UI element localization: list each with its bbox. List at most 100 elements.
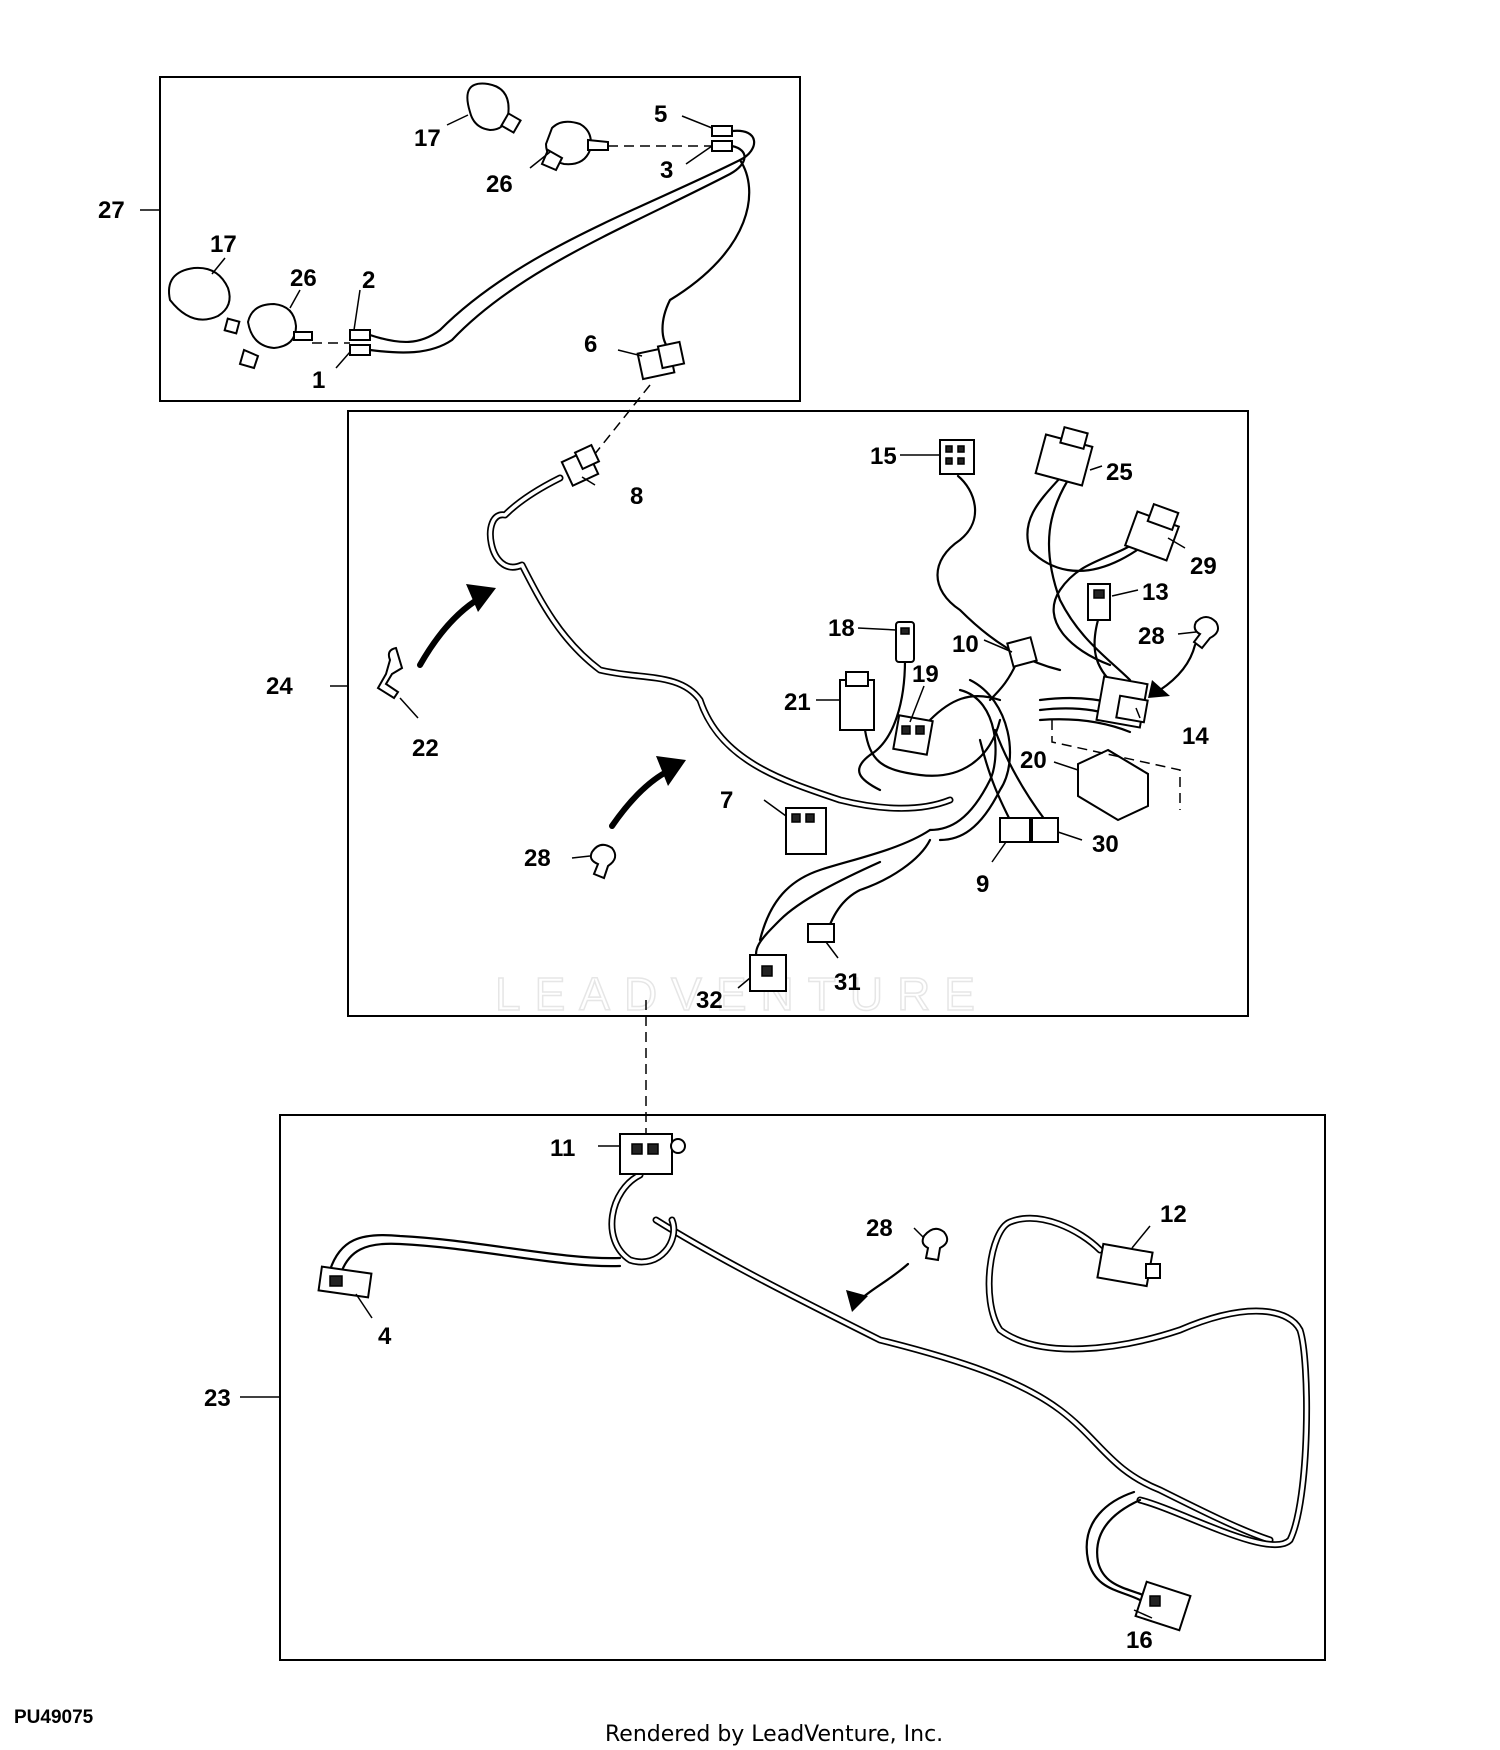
wire-27-b — [368, 144, 746, 354]
figure-id: PU49075 — [14, 1707, 94, 1728]
callout-29: 29 — [1190, 553, 1217, 580]
callout-2: 2 — [362, 267, 375, 294]
arrow-28-mid — [609, 767, 673, 829]
wire-27-a — [368, 129, 756, 344]
callout-13: 13 — [1142, 579, 1169, 606]
connector-15 — [939, 439, 975, 475]
callout-16: 16 — [1126, 1627, 1153, 1654]
wire-27-c — [661, 158, 751, 352]
callout-26-upper: 26 — [486, 171, 513, 198]
wire-to-4-b — [338, 1242, 622, 1278]
bracket-14-20 — [1051, 720, 1181, 810]
clip-28-mid — [589, 843, 617, 880]
arrowhead-28-mid — [656, 756, 686, 786]
branch-31 — [823, 838, 932, 942]
callout-22: 22 — [412, 735, 439, 762]
callout-6: 6 — [584, 331, 597, 358]
connector-25 — [1034, 425, 1094, 487]
loop-12-inner — [987, 1216, 1309, 1547]
rear-wire-inner — [654, 1218, 1272, 1542]
callout-9: 9 — [976, 871, 989, 898]
leader-lines — [140, 114, 1197, 1619]
dash-6-to-8 — [593, 384, 651, 456]
panel-27-frame — [159, 76, 801, 402]
branch-21 — [863, 718, 1002, 777]
callout-18: 18 — [828, 615, 855, 642]
bulb-lower — [168, 266, 241, 335]
arrowhead-22 — [466, 584, 496, 612]
arrowhead-28-right — [1148, 680, 1170, 698]
callout-15: 15 — [870, 443, 897, 470]
branch-25b — [1047, 478, 1132, 682]
trunk-wire-inner — [488, 476, 952, 811]
connector-4 — [317, 1265, 373, 1299]
callout-20: 20 — [1020, 747, 1047, 774]
connector-18 — [895, 621, 915, 663]
callout-28-rear: 28 — [866, 1215, 893, 1242]
callout-3: 3 — [660, 157, 673, 184]
wire-to-16-a — [1085, 1490, 1142, 1602]
callout-21: 21 — [784, 689, 811, 716]
panel-rear-harness — [279, 1114, 1326, 1661]
connector-6 — [636, 340, 686, 381]
connector-14 — [1095, 675, 1149, 729]
panel-23-frame — [279, 1114, 1326, 1661]
branch-7 — [758, 828, 932, 942]
callout-28-mid: 28 — [524, 845, 551, 872]
callout-17-upper: 17 — [414, 125, 441, 152]
callout-7: 7 — [720, 787, 733, 814]
callout-17-lower: 17 — [210, 231, 237, 258]
wire-to-16-b — [1096, 1498, 1148, 1598]
loop-11-outer — [608, 1171, 678, 1266]
connector-10 — [1006, 636, 1038, 668]
clip-28-right — [1192, 616, 1219, 650]
branch-main-b — [938, 678, 1012, 842]
clip-22 — [376, 646, 404, 700]
connector-31 — [807, 923, 835, 943]
callout-28-right: 28 — [1138, 623, 1165, 650]
arrow-28-right — [1158, 643, 1197, 692]
connector-8 — [560, 443, 601, 488]
callout-31: 31 — [834, 969, 861, 996]
callout-24: 24 — [266, 673, 293, 700]
watermark-text: LEADVENTURE — [495, 968, 989, 1020]
arrow-22 — [417, 595, 483, 668]
callout-8: 8 — [630, 483, 643, 510]
callout-32: 32 — [696, 987, 723, 1014]
callout-10: 10 — [952, 631, 979, 658]
callout-26-lower: 26 — [290, 265, 317, 292]
connector-9 — [999, 817, 1031, 843]
connector-12 — [1096, 1242, 1161, 1288]
callout-1: 1 — [312, 367, 325, 394]
socket-upper — [540, 120, 609, 172]
connector-13 — [1087, 583, 1111, 621]
terminal-5 — [711, 125, 733, 137]
callout-23: 23 — [204, 1385, 231, 1412]
arrowhead-28-rear — [846, 1290, 868, 1312]
relay-20 — [1077, 748, 1149, 822]
branch-main-a — [928, 688, 997, 832]
terminal-2 — [349, 329, 371, 341]
connector-30 — [1031, 817, 1059, 843]
branch-30 — [993, 728, 1047, 822]
loop-11-inner — [610, 1173, 676, 1264]
render-credit: Rendered by LeadVenture, Inc. — [605, 1722, 943, 1747]
terminal-1 — [349, 344, 371, 356]
callout-5: 5 — [654, 101, 667, 128]
panel-main-harness — [347, 410, 1249, 1017]
callout-labels: 27 24 23 17 26 5 3 17 26 2 1 6 8 15 25 2… — [98, 101, 1217, 1654]
callout-30: 30 — [1092, 831, 1119, 858]
panel-24-frame — [347, 410, 1249, 1017]
connector-16 — [1134, 1580, 1192, 1632]
callout-25: 25 — [1106, 459, 1133, 486]
connector-21 — [839, 671, 875, 731]
branch-14c — [1038, 718, 1132, 734]
connector-19 — [892, 714, 934, 756]
socket-lower — [238, 302, 313, 370]
branch-32 — [755, 860, 882, 967]
callout-14: 14 — [1182, 723, 1209, 750]
callout-12: 12 — [1160, 1201, 1187, 1228]
connector-7 — [785, 807, 827, 855]
terminal-3 — [711, 140, 733, 152]
